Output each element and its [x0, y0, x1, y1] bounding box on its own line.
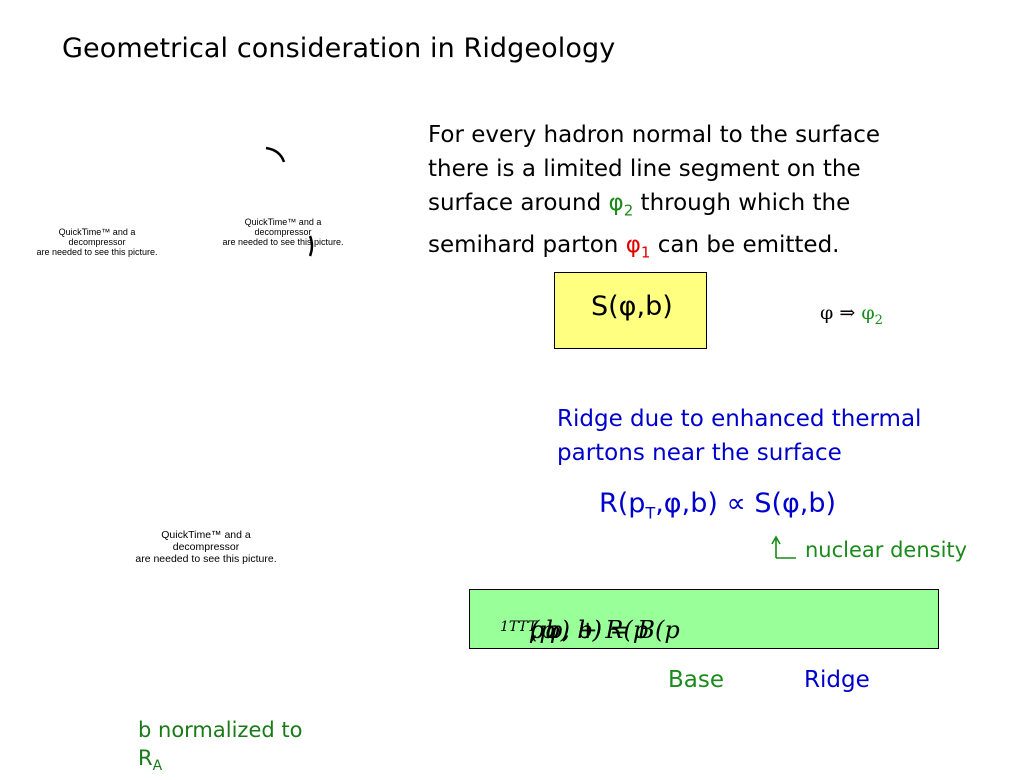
rho-subscript: 1: [500, 618, 509, 635]
description-line-1: For every hadron normal to the surface: [428, 122, 881, 148]
ridge-label: Ridge: [804, 667, 870, 693]
phi-symbol: φ: [625, 231, 641, 258]
phi-subscript: 1: [640, 243, 651, 262]
arc-top: [265, 146, 286, 163]
phi-symbol: φ: [608, 190, 624, 216]
phi-subscript: 2: [623, 201, 634, 220]
placeholder-line: are needed to see this picture.: [135, 553, 277, 565]
description-line-2: there is a limited line segment on the: [428, 156, 861, 182]
ridge-explanation: Ridge due to enhanced thermal partons ne…: [557, 402, 921, 470]
implies-arrow: ⇒: [839, 302, 856, 324]
formula-part: R(p: [599, 488, 646, 519]
description-paragraph: For every hadron normal to the surface t…: [428, 118, 968, 269]
placeholder-line: QuickTime™ and a: [161, 529, 251, 541]
phi-mapping: φ ⇒ φ2: [820, 302, 883, 328]
note-subscript: A: [152, 758, 163, 775]
placeholder-line: decompressor: [68, 237, 126, 247]
quicktime-placeholder-center: QuickTime™ and a decompressor are needed…: [203, 217, 363, 247]
phi-symbol: φ: [820, 302, 834, 324]
quicktime-placeholder-left: QuickTime™ and a decompressor are needed…: [32, 227, 162, 257]
s-function-box: S(φ,b): [554, 272, 707, 349]
text-part: through which the: [633, 190, 851, 216]
placeholder-line: are needed to see this picture.: [222, 237, 344, 247]
formula-subscript: T: [645, 503, 656, 523]
eq-part: (p: [530, 616, 555, 644]
text-part: semihard parton: [428, 231, 626, 258]
quicktime-placeholder-bottom: QuickTime™ and a decompressor are needed…: [116, 529, 296, 565]
nuclear-density-arrow: [771, 535, 796, 559]
phi-subscript: 2: [874, 312, 883, 328]
placeholder-line: are needed to see this picture.: [36, 247, 158, 257]
rho-symbol: ρ: [530, 616, 545, 644]
ridge-line-2: partons near the surface: [557, 440, 842, 466]
eq-subscript: T: [518, 618, 528, 635]
text-part: can be emitted.: [650, 231, 840, 258]
eq-part: , b) + R(p: [530, 616, 649, 644]
b-normalized-note: b normalized to RA: [138, 716, 302, 780]
description-line-3: surface around φ2 through which the: [428, 186, 968, 228]
eq-subscript: T: [508, 618, 519, 635]
eq-subscript: T: [527, 618, 537, 635]
ridge-proportionality-formula: R(pT,φ,b) ∝ S(φ,b): [599, 488, 836, 522]
arc-bottom: [308, 235, 314, 257]
placeholder-line: decompressor: [254, 227, 312, 237]
phi-symbol: φ: [861, 302, 875, 324]
note-part: R: [138, 746, 153, 770]
note-line-1: b normalized to: [138, 718, 303, 742]
note-line-2: RA: [138, 744, 302, 780]
eq-part: , φ, b): [530, 616, 603, 644]
base-label: Base: [668, 667, 725, 693]
formula-part: ,φ,b) ∝ S(φ,b): [655, 488, 837, 519]
arrow-shaft: [771, 535, 781, 558]
ridge-line-1: Ridge due to enhanced thermal: [557, 406, 922, 432]
placeholder-line: QuickTime™ and a: [58, 227, 136, 237]
placeholder-line: QuickTime™ and a: [244, 217, 322, 227]
text-part: surface around: [428, 190, 609, 216]
eq-part: , φ, b) = B(p: [530, 616, 680, 644]
placeholder-line: decompressor: [172, 541, 240, 553]
s-function-label: S(φ,b): [591, 291, 673, 322]
description-line-4: semihard parton φ1 can be emitted.: [428, 228, 968, 270]
arc-decoration: [265, 146, 314, 257]
nuclear-density-label: nuclear density: [805, 538, 968, 562]
slide-title: Geometrical consideration in Ridgeology: [62, 33, 616, 64]
